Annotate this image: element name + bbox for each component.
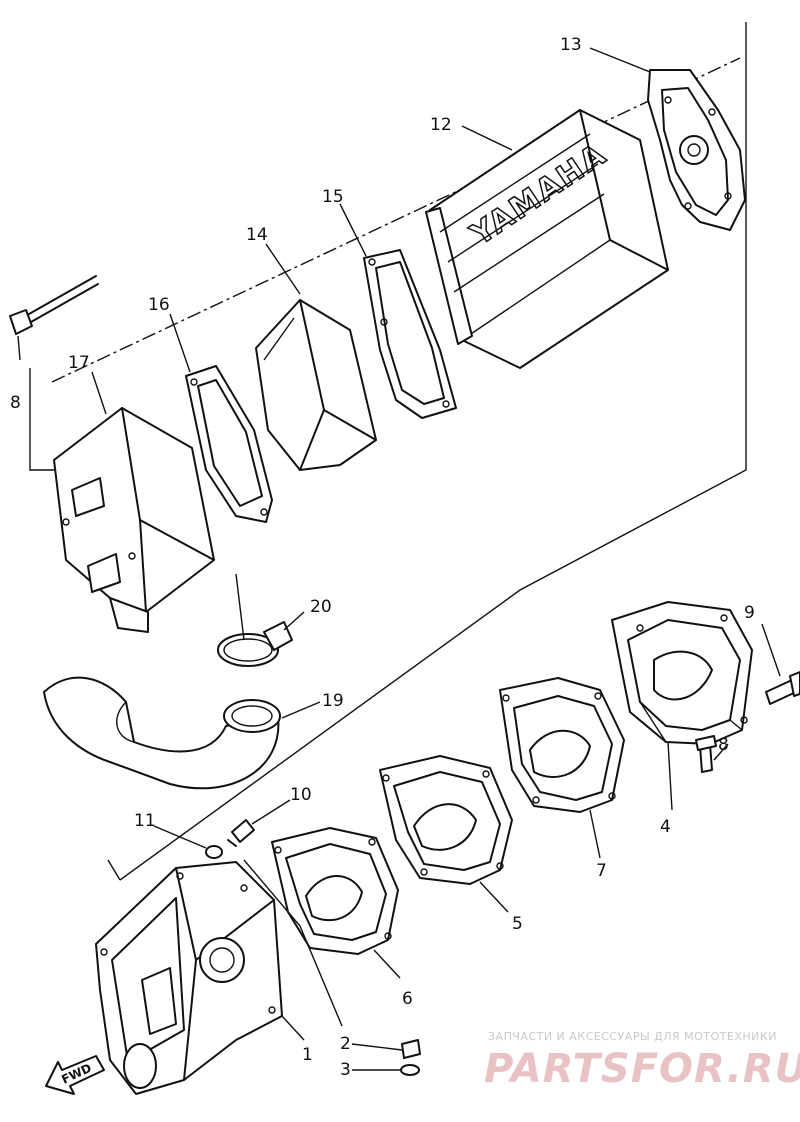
watermark: ЗАПЧАСТИ И АКСЕССУАРЫ ДЛЯ МОТОТЕХНИКИ PA…	[484, 1030, 800, 1092]
part-15-gasket	[363, 249, 457, 419]
watermark-site: PARTSFOR.RU	[484, 1046, 800, 1092]
callout-5: 5	[512, 914, 523, 934]
callout-11: 11	[134, 811, 156, 831]
part-17-intake-housing	[29, 368, 215, 633]
callout-16: 16	[148, 295, 170, 315]
part-19-elbow-hose	[43, 676, 281, 790]
callout-14: 14	[246, 225, 268, 245]
part-11-washer	[205, 845, 223, 859]
assembly-axis-line	[51, 57, 741, 383]
part-4-exhaust-cover	[611, 601, 753, 811]
part-10-bolt	[227, 819, 255, 847]
callout-8-lower: 8	[718, 735, 729, 755]
callout-1: 1	[302, 1045, 313, 1065]
part-20-hose-clamp	[217, 573, 293, 667]
part-8-lower-bolt	[695, 735, 717, 773]
callout-7: 7	[596, 861, 607, 881]
callout-12: 12	[430, 115, 452, 135]
callout-3: 3	[340, 1060, 351, 1080]
fwd-arrow: FWD	[45, 1055, 105, 1095]
part-16-gasket	[185, 365, 273, 523]
part-5-plate	[379, 755, 513, 913]
callout-9: 9	[744, 603, 755, 623]
axis-leader	[119, 22, 747, 881]
leader-lines	[17, 47, 729, 1071]
part-3-washer	[400, 1064, 420, 1076]
part-14-duct-cover	[255, 299, 377, 471]
callout-8-upper: 8	[10, 393, 21, 413]
watermark-tagline: ЗАПЧАСТИ И АКСЕССУАРЫ ДЛЯ МОТОТЕХНИКИ	[488, 1030, 777, 1043]
callout-13: 13	[560, 35, 582, 55]
callout-15: 15	[322, 187, 344, 207]
callout-4: 4	[660, 817, 671, 837]
part-6-gasket	[271, 827, 401, 979]
part-2-plug	[401, 1039, 421, 1059]
callouts: 1 2 3 4 5 6 7 8 8 9 10 11 12 13 14 15 16…	[10, 35, 755, 1080]
part-13-gasket	[647, 69, 746, 231]
part-8-upper-bolt	[9, 275, 99, 335]
callout-2: 2	[340, 1034, 351, 1054]
callout-19: 19	[322, 691, 344, 711]
part-1-manifold	[95, 859, 343, 1095]
callout-6: 6	[402, 989, 413, 1009]
callout-17: 17	[68, 353, 90, 373]
callout-10: 10	[290, 785, 312, 805]
part-9-bolt	[761, 623, 800, 705]
part-12-silencer-box: YAMAHA	[425, 109, 669, 369]
part-7-gasket	[499, 677, 625, 859]
callout-20: 20	[310, 597, 332, 617]
